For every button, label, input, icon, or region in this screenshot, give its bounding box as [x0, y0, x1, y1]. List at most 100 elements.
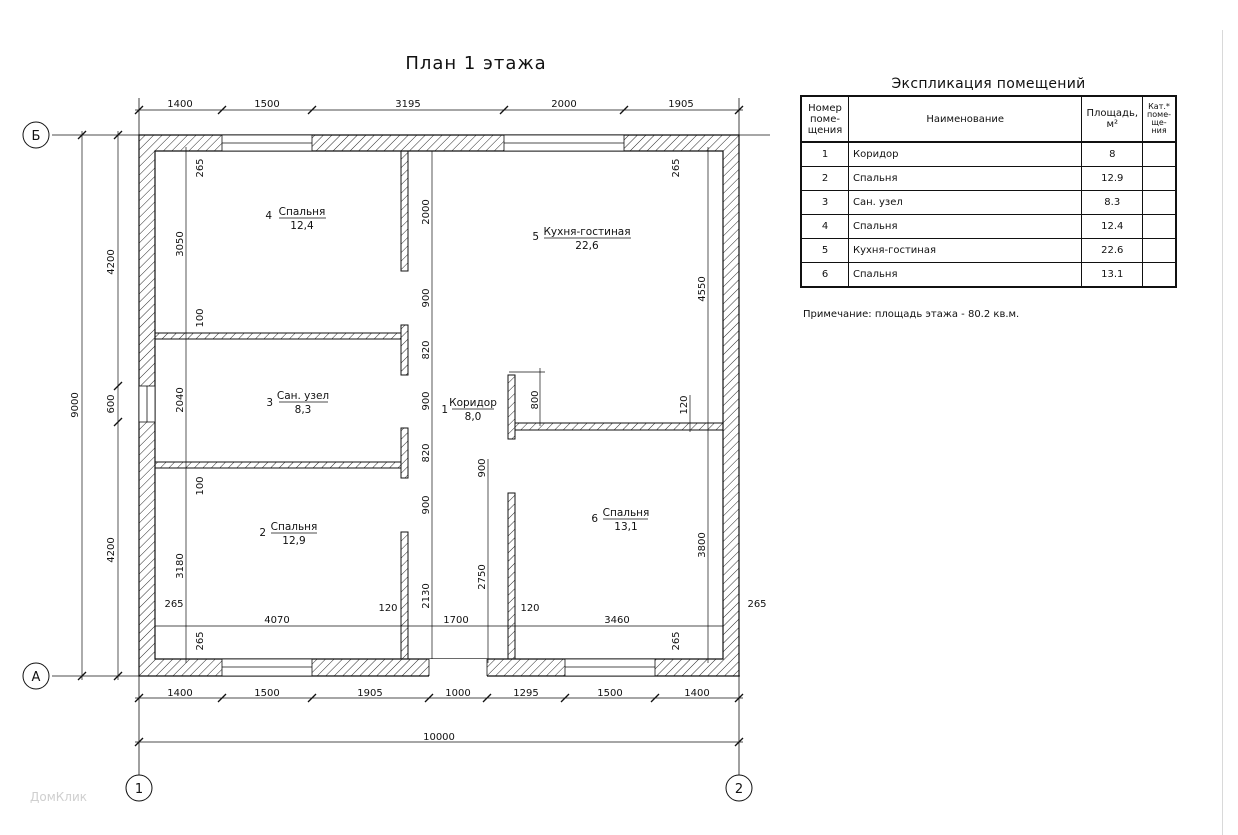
dim-bot-2: 1500 [254, 688, 279, 699]
dim-bot-4: 1000 [445, 688, 470, 699]
dim-left-inner-2: 2040 [175, 387, 186, 412]
svg-text:1: 1 [135, 782, 143, 797]
dim-120-a: 120 [378, 603, 397, 614]
svg-text:Сан. узел: Сан. узел [277, 390, 329, 402]
svg-text:1: 1 [441, 404, 448, 416]
dim-wall-265-tl: 265 [195, 158, 206, 177]
svg-text:Коридор: Коридор [449, 397, 497, 409]
dim-mid-4: 900 [421, 391, 432, 410]
windows [138, 134, 656, 677]
room-label-2: 2 Спальня 12,9 [259, 521, 317, 547]
watermark: ДомКлик [30, 790, 88, 804]
dim-bot-3: 1905 [357, 688, 382, 699]
svg-text:13,1: 13,1 [614, 521, 637, 533]
dim-2750: 2750 [477, 564, 488, 589]
dim-mid-2: 900 [421, 288, 432, 307]
explication-title: Экспликация помещений [891, 76, 1086, 92]
dim-3800: 3800 [697, 532, 708, 557]
floor-plan: План 1 этажа Б А 1 2 [22, 53, 770, 802]
table-row: 3 Сан. узел 8.3 [800, 190, 1177, 215]
svg-text:8,0: 8,0 [465, 411, 482, 423]
dim-bot-1: 1400 [167, 688, 192, 699]
dim-overall: 10000 [423, 732, 455, 743]
svg-text:Кухня-гостиная: Кухня-гостиная [543, 226, 630, 238]
room-label-3: 3 Сан. узел 8,3 [266, 390, 329, 416]
svg-text:3: 3 [266, 397, 273, 409]
svg-text:А: А [32, 670, 41, 685]
dim-left-mid-1: 4200 [106, 249, 117, 274]
dim-top-5: 1905 [668, 99, 693, 110]
table-row: 5 Кухня-гостиная 22.6 [800, 238, 1177, 263]
dim-bot-5: 1295 [513, 688, 538, 699]
dim-wall-265-right: 265 [747, 599, 766, 610]
axis-bubble-b: Б [22, 121, 50, 149]
dim-left-mid-2: 600 [106, 394, 117, 413]
plan-title: План 1 этажа [405, 53, 546, 74]
interior-walls [154, 150, 724, 660]
dim-partition-100a: 100 [195, 308, 206, 327]
dim-left-mid-3: 4200 [106, 537, 117, 562]
dim-left-inner-3: 3180 [175, 553, 186, 578]
dim-mid-6: 900 [421, 495, 432, 514]
dim-top-4: 2000 [551, 99, 576, 110]
dim-room2-width: 4070 [264, 615, 289, 626]
table-row: 6 Спальня 13.1 [800, 262, 1177, 288]
axis-bubble-1: 1 [125, 774, 153, 802]
dim-bot-6: 1500 [597, 688, 622, 699]
th-name: Наименование [847, 95, 1083, 143]
svg-text:12,4: 12,4 [290, 220, 314, 232]
dim-mid-5: 820 [421, 443, 432, 462]
room-label-1: 1 Коридор 8,0 [441, 397, 497, 423]
room-label-5: 5 Кухня-гостиная 22,6 [532, 226, 631, 252]
dim-partition-100b: 100 [195, 476, 206, 495]
dim-800: 800 [530, 390, 541, 409]
svg-text:8,3: 8,3 [295, 404, 312, 416]
th-area: Площадь, м² [1081, 95, 1144, 143]
dim-mid-3: 820 [421, 340, 432, 359]
dimension-lines [81, 109, 743, 743]
dim-wall-265-tr: 265 [671, 158, 682, 177]
axis-bubble-2: 2 [725, 774, 753, 802]
svg-text:4: 4 [265, 210, 272, 222]
dim-900: 900 [477, 458, 488, 477]
sheet-border [1222, 30, 1223, 835]
dim-top-1: 1400 [167, 99, 192, 110]
floor-area-note: Примечание: площадь этажа - 80.2 кв.м. [803, 309, 1020, 320]
room-label-4: 4 Спальня 12,4 [265, 206, 326, 232]
svg-text:12,9: 12,9 [282, 535, 305, 547]
dim-corridor-width: 1700 [443, 615, 468, 626]
explication-table: Номер поме- щения Наименование Площадь, … [800, 95, 1177, 288]
svg-text:6: 6 [591, 513, 598, 525]
svg-text:2: 2 [735, 782, 743, 797]
dim-room6-width: 3460 [604, 615, 629, 626]
table-row: 1 Коридор 8 [800, 141, 1177, 167]
dim-bot-7: 1400 [684, 688, 709, 699]
th-num: Номер поме- щения [800, 95, 849, 143]
dim-wall-265-br: 265 [671, 631, 682, 650]
dim-wall-265-left: 265 [164, 599, 183, 610]
dim-top-2: 1500 [254, 99, 279, 110]
dim-120-c: 120 [679, 395, 690, 414]
svg-text:Б: Б [32, 129, 41, 144]
svg-text:5: 5 [532, 231, 539, 243]
dim-120-b: 120 [520, 603, 539, 614]
dim-left-inner-1: 3050 [175, 231, 186, 256]
dim-top-3: 3195 [395, 99, 420, 110]
th-category: Кат.* поме- ще- ния [1142, 95, 1177, 143]
svg-text:Спальня: Спальня [279, 206, 326, 218]
dim-mid-7: 2130 [421, 583, 432, 608]
exterior-walls [138, 134, 740, 677]
svg-text:Спальня: Спальня [271, 521, 318, 533]
axis-bubble-a: А [22, 662, 50, 690]
svg-text:22,6: 22,6 [575, 240, 599, 252]
dim-wall-265-bl: 265 [195, 631, 206, 650]
svg-text:Спальня: Спальня [603, 507, 650, 519]
dimension-ticks [77, 105, 744, 747]
svg-text:2: 2 [259, 527, 266, 539]
table-row: 4 Спальня 12.4 [800, 214, 1177, 239]
dim-4550: 4550 [697, 276, 708, 301]
table-row: 2 Спальня 12.9 [800, 166, 1177, 191]
dim-mid-1: 2000 [421, 199, 432, 224]
dim-left-outer: 9000 [70, 392, 81, 417]
room-label-6: 6 Спальня 13,1 [591, 507, 649, 533]
